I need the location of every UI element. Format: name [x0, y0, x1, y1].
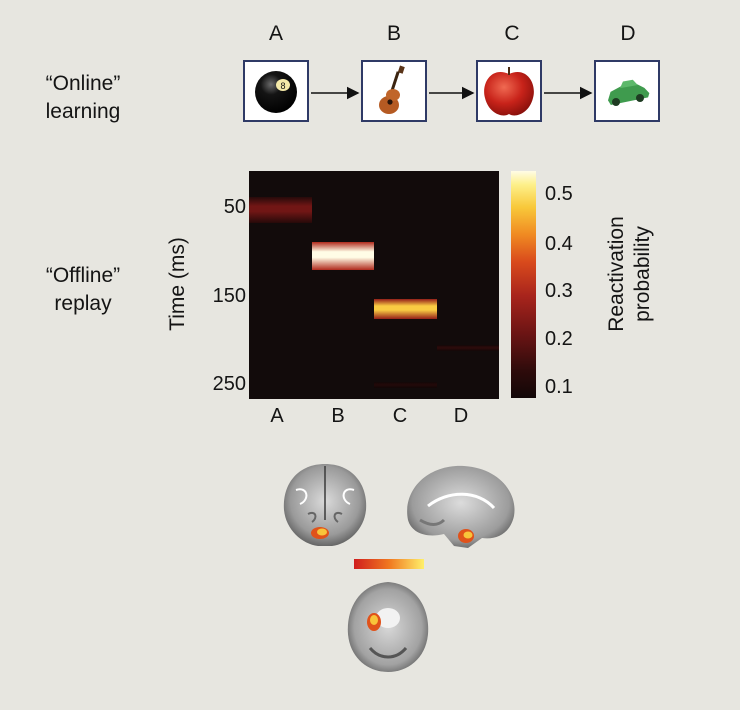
y-axis-label: Time (ms)	[166, 237, 189, 331]
x-tick-c: C	[392, 405, 408, 427]
brain-colorbar	[354, 559, 424, 569]
y-tick-150: 150	[212, 285, 246, 307]
svg-text:8: 8	[280, 81, 285, 91]
axial-brain-slice	[347, 582, 429, 672]
sequence-letter-c: C	[504, 22, 520, 45]
reactivation-colorbar	[511, 171, 536, 398]
heatmap-band-c-4	[374, 382, 437, 388]
sagittal-brain-slice	[407, 465, 515, 548]
x-tick-a: A	[270, 405, 284, 427]
guitar-image	[379, 65, 405, 114]
colorbar-tick-0-1: 0.1	[545, 376, 573, 398]
heatmap-band-a-0	[249, 196, 312, 223]
online-learning-label: “Online” learning	[45, 72, 121, 123]
sequence-letter-a: A	[268, 22, 283, 45]
sequence-item-b	[361, 60, 427, 122]
heatmap-band-b-1	[311, 242, 374, 271]
y-tick-250: 250	[212, 373, 246, 395]
apple-image	[484, 67, 534, 116]
sequence-item-c	[476, 60, 542, 122]
replay-heatmap	[249, 171, 499, 399]
sequence-item-a: 8	[243, 60, 309, 122]
x-tick-d: D	[453, 405, 469, 427]
colorbar-tick-0-3: 0.3	[545, 280, 573, 302]
toy-car-image	[607, 79, 650, 106]
colorbar-label: Reactivation probability	[605, 216, 654, 332]
colorbar-tick-0-2: 0.2	[545, 328, 573, 350]
coronal-brain-slice	[283, 464, 367, 546]
colorbar-tick-0-4: 0.4	[545, 233, 573, 255]
sequence-arrows	[311, 86, 593, 100]
sequence-item-d	[594, 60, 660, 122]
eight-ball-image: 8	[255, 71, 297, 113]
offline-replay-label: “Offline” replay	[45, 264, 121, 315]
sequence-letter-b: B	[386, 22, 401, 45]
heatmap-band-c-2	[374, 298, 437, 320]
sequence-letter-d: D	[620, 22, 636, 45]
colorbar-tick-0-5: 0.5	[545, 183, 573, 205]
y-tick-50: 50	[223, 196, 246, 218]
heatmap-band-d-3	[436, 345, 499, 351]
x-tick-b: B	[331, 405, 345, 427]
